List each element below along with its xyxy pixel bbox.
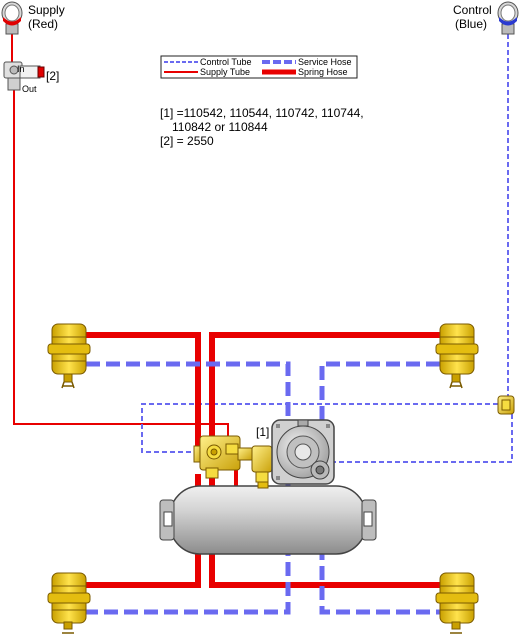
brake-chamber-front-right-icon[interactable] xyxy=(435,323,479,389)
part-notes: [1] =110542, 110544, 110742, 110744, 110… xyxy=(160,106,364,148)
control-line-fitting-icon[interactable] xyxy=(497,395,515,415)
brake-chamber-rear-right-icon[interactable] xyxy=(435,572,479,634)
brake-chamber-front-left-icon[interactable] xyxy=(47,323,91,389)
note-line-3: [2] = 2550 xyxy=(160,134,214,148)
legend-supply-tube: Supply Tube xyxy=(200,67,250,77)
main-valve-ref: [1] xyxy=(256,425,269,439)
note-line-1: [1] =110542, 110544, 110742, 110744, xyxy=(160,106,364,120)
legend-control-tube: Control Tube xyxy=(200,57,252,67)
control-gladhand-icon[interactable] xyxy=(497,1,519,35)
relay-emergency-valve-icon[interactable] xyxy=(271,419,335,485)
supply-label-line2: (Red) xyxy=(28,17,58,31)
control-tube-line xyxy=(141,34,513,463)
valve-in-label: In xyxy=(17,64,25,74)
legend-service-hose: Service Hose xyxy=(298,57,352,67)
legend-spring-hose: Spring Hose xyxy=(298,67,348,77)
control-label-line1: Control xyxy=(453,3,492,17)
brake-chamber-rear-left-icon[interactable] xyxy=(47,572,91,634)
valve-out-label: Out xyxy=(22,84,37,94)
legend: Control Tube Service Hose Supply Tube Sp… xyxy=(160,55,358,79)
inline-valve-2550-icon[interactable] xyxy=(3,61,45,91)
brass-valve-manifold-icon[interactable] xyxy=(193,435,273,483)
note-line-2: 110842 or 110844 xyxy=(172,120,268,134)
valve-2-ref: [2] xyxy=(46,69,59,83)
supply-label-line1: Supply xyxy=(28,3,65,17)
supply-gladhand-icon[interactable] xyxy=(1,1,23,35)
air-reservoir-tank-icon[interactable] xyxy=(159,479,377,555)
control-label-line2: (Blue) xyxy=(455,17,487,31)
